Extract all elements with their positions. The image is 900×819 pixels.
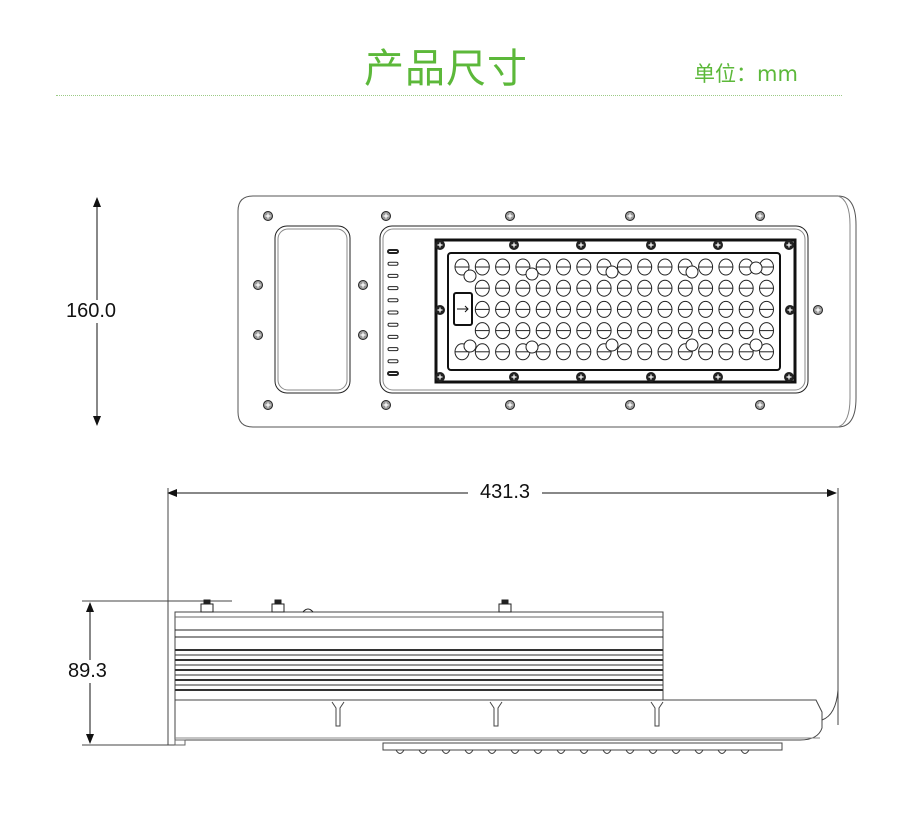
dimension-height-top: 160.0 bbox=[64, 300, 119, 323]
top-view-body-outline bbox=[237, 195, 857, 428]
nut-icon bbox=[200, 603, 214, 613]
led-panel-frame bbox=[379, 225, 809, 394]
left-window bbox=[274, 225, 351, 394]
side-view bbox=[82, 488, 839, 754]
unit-label: 单位：mm bbox=[694, 62, 798, 86]
nut-icon bbox=[498, 603, 512, 613]
top-view bbox=[237, 195, 857, 428]
led-module-inner bbox=[447, 252, 781, 371]
connector-box bbox=[453, 292, 473, 326]
led-strip bbox=[382, 742, 783, 751]
page-title: 产品尺寸 bbox=[364, 46, 528, 92]
dotted-divider bbox=[56, 95, 842, 96]
heatsink bbox=[174, 611, 664, 701]
dimension-length: 431.3 bbox=[468, 481, 543, 504]
nut-icon bbox=[271, 603, 285, 613]
dimension-height-side: 89.3 bbox=[66, 660, 109, 683]
